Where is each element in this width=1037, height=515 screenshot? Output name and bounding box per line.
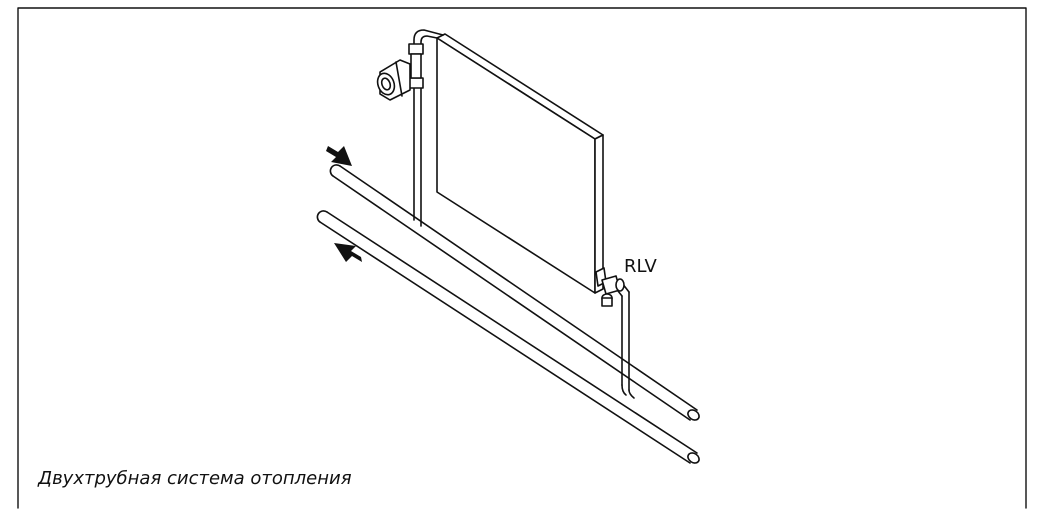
radiator-front <box>436 37 596 294</box>
return-riser <box>613 282 635 399</box>
supply-pipe <box>329 164 700 421</box>
return-pipe <box>316 210 700 464</box>
radiator-side <box>594 134 604 294</box>
thermostatic-valve <box>376 43 424 101</box>
radiator <box>436 33 604 294</box>
rlv-label: RLV <box>624 256 658 277</box>
rlv-valve <box>595 267 625 307</box>
return-flow-arrow <box>334 243 362 262</box>
frame-border <box>17 7 1027 509</box>
diagram-caption: Двухтрубная система отопления <box>38 468 352 489</box>
supply-riser <box>413 29 444 227</box>
supply-flow-arrow <box>326 146 352 166</box>
